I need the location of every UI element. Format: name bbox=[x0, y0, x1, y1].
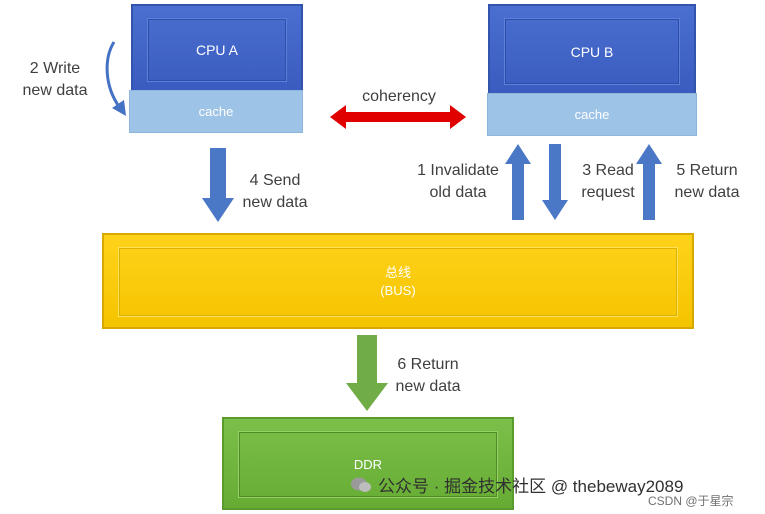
return-to-cpu-b-arrow-shape bbox=[636, 144, 662, 220]
step-1-label: 1 Invalidate old data bbox=[404, 160, 512, 204]
step-4-label: 4 Send new data bbox=[230, 170, 320, 214]
return-to-cpu-b-arrow bbox=[636, 144, 662, 220]
invalidate-arrow-shape bbox=[505, 144, 531, 220]
write-curve-arrow bbox=[105, 41, 126, 116]
ddr-block: DDR bbox=[222, 417, 514, 510]
step-1-line-2: old data bbox=[429, 184, 487, 201]
bus-label-cn: 总线 bbox=[384, 265, 411, 280]
step-5-line-1: 5 Return bbox=[676, 162, 738, 179]
cpu-a-label: CPU A bbox=[147, 18, 287, 82]
step-2-line-1: 2 Write bbox=[29, 60, 81, 77]
step-3-line-2: request bbox=[581, 184, 635, 201]
read-request-arrow bbox=[542, 144, 568, 220]
watermark-main: 公众号 · 掘金技术社区 @ thebeway2089 bbox=[350, 472, 683, 497]
step-2-label: 2 Write new data bbox=[8, 58, 102, 102]
coherency-label: coherency bbox=[362, 88, 436, 105]
cpu-b-block: CPU B bbox=[488, 4, 696, 97]
bus-inner: 总线 (BUS) bbox=[118, 247, 678, 317]
coherency-arrow-shape bbox=[330, 105, 466, 129]
step-5-line-2: new data bbox=[674, 184, 740, 201]
watermark-csdn: CSDN @于星宗 bbox=[648, 494, 734, 508]
step-4-line-2: new data bbox=[242, 194, 308, 211]
step-6-label: 6 Return new data bbox=[382, 354, 474, 398]
watermark-main-text: 公众号 · 掘金技术社区 @ thebeway2089 bbox=[378, 477, 684, 496]
step-3-label: 3 Read request bbox=[566, 160, 650, 204]
cpu-b-cache: cache bbox=[487, 93, 697, 136]
cpu-a-block: CPU A bbox=[131, 4, 303, 94]
step-6-line-2: new data bbox=[395, 378, 461, 395]
step-2-line-2: new data bbox=[22, 82, 88, 99]
step-3-line-1: 3 Read bbox=[582, 162, 634, 179]
send-arrow-shape bbox=[202, 148, 234, 222]
bus-label-en: (BUS) bbox=[380, 283, 416, 298]
ddr-label: DDR bbox=[238, 431, 498, 498]
invalidate-arrow bbox=[505, 144, 531, 220]
step-6-line-1: 6 Return bbox=[397, 356, 459, 373]
write-curve-head bbox=[112, 100, 126, 116]
step-5-label: 5 Return new data bbox=[662, 160, 752, 204]
coherency-arrow bbox=[330, 105, 466, 129]
return-to-ddr-arrow-shape bbox=[346, 335, 388, 411]
step-1-line-1: 1 Invalidate bbox=[417, 162, 499, 179]
read-request-arrow-shape bbox=[542, 144, 568, 220]
cpu-b-label: CPU B bbox=[504, 18, 680, 85]
wechat-icon bbox=[351, 477, 371, 492]
step-4-line-1: 4 Send bbox=[249, 172, 301, 189]
cpu-a-cache: cache bbox=[129, 90, 303, 133]
bus-block: 总线 (BUS) bbox=[102, 233, 694, 329]
send-arrow bbox=[202, 148, 234, 222]
return-to-ddr-arrow bbox=[346, 335, 388, 411]
write-curve-path bbox=[105, 41, 122, 109]
